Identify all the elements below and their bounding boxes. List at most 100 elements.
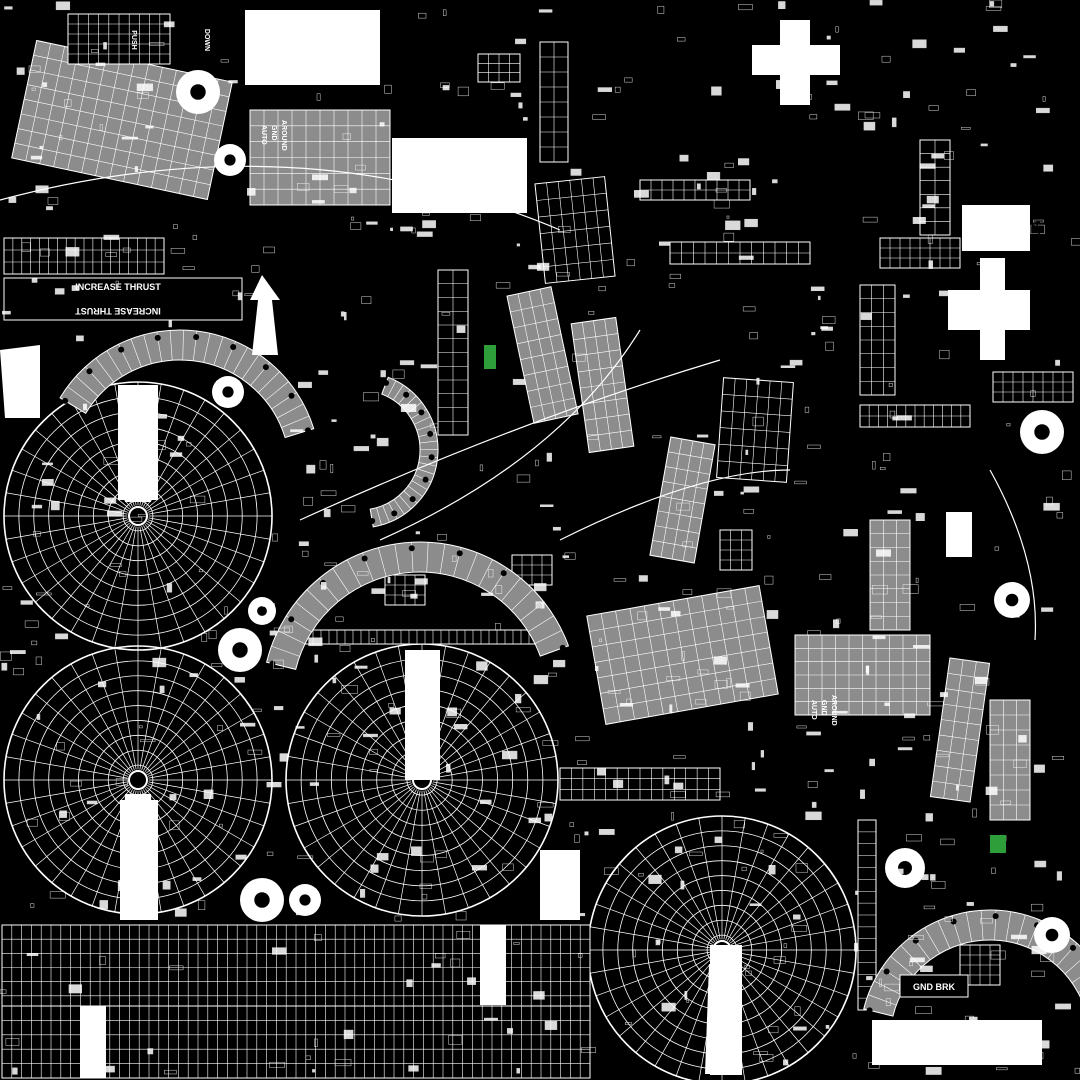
disc-hub <box>128 506 148 526</box>
fragment <box>41 478 54 486</box>
fragment <box>488 569 494 578</box>
fragment <box>115 778 128 786</box>
arc-notch <box>369 517 376 524</box>
panel-grid <box>527 381 572 392</box>
fragment <box>738 158 750 166</box>
fragment <box>743 508 754 514</box>
fragment <box>342 133 351 140</box>
fragment <box>518 102 523 109</box>
fragment <box>548 874 554 884</box>
arc-seg <box>419 440 438 444</box>
fragment <box>330 464 334 474</box>
fragment <box>312 174 329 181</box>
arc-notch <box>950 918 957 925</box>
fragment <box>789 359 803 366</box>
disc-spoke <box>5 781 128 804</box>
disc-spoke <box>144 677 225 773</box>
fragment <box>884 702 890 707</box>
arc-notch <box>305 427 312 434</box>
green-marker <box>990 835 1006 853</box>
fragment <box>926 195 939 204</box>
fragment <box>240 722 256 727</box>
arc-notch <box>193 333 200 340</box>
fragment <box>262 603 275 607</box>
disc-spoke <box>731 903 849 947</box>
fragment <box>652 435 662 439</box>
fragment <box>515 38 527 45</box>
fragment <box>906 834 922 842</box>
fragment <box>437 164 441 175</box>
fragment <box>696 183 701 190</box>
panel-grid <box>594 631 768 663</box>
fragment <box>103 42 107 50</box>
fragment <box>290 44 305 50</box>
fragment <box>12 1067 18 1075</box>
fragment <box>376 437 389 447</box>
disc-spoke <box>725 823 769 941</box>
label-flap-group: FLAP <box>962 205 1043 251</box>
disc-spoke <box>147 785 255 848</box>
fragment <box>862 216 878 223</box>
fragment <box>201 632 208 642</box>
fragment <box>825 341 834 351</box>
fragment <box>1011 934 1027 940</box>
fragment <box>1015 1041 1018 1051</box>
disc-spoke <box>317 692 414 774</box>
fragment <box>208 630 217 640</box>
fragment <box>696 434 709 438</box>
disc-spoke <box>294 733 412 777</box>
arc-notch <box>409 496 416 503</box>
fragment <box>30 903 35 908</box>
fragment <box>502 750 518 760</box>
fragment <box>136 83 153 92</box>
fragment <box>443 9 447 16</box>
fragment <box>1023 55 1036 59</box>
disc-spoke <box>147 519 265 563</box>
fragment <box>682 589 693 595</box>
label-push: PUSH <box>130 30 137 49</box>
fragment <box>36 714 41 720</box>
fragment <box>795 22 804 29</box>
fragment <box>272 533 278 542</box>
fragment <box>613 779 624 788</box>
arc-seg <box>439 543 446 574</box>
fragment <box>419 883 432 889</box>
fragment <box>91 49 99 53</box>
fragment <box>715 188 727 193</box>
strut-solid <box>250 275 280 355</box>
arc-seg <box>381 377 389 395</box>
fragment <box>319 460 327 470</box>
fragment <box>103 457 120 465</box>
fragment <box>659 241 670 246</box>
arc-notch <box>118 346 125 353</box>
fragment <box>118 879 131 886</box>
disc-spoke <box>375 790 419 908</box>
panel-grid <box>575 349 621 357</box>
fragment <box>807 444 821 449</box>
fragment <box>751 762 756 771</box>
fragment <box>925 813 933 822</box>
fragment <box>309 782 319 786</box>
arc-notch <box>230 344 237 351</box>
fragment <box>783 1059 789 1066</box>
arc-seg <box>241 354 260 380</box>
disc-spoke <box>51 523 132 619</box>
label-auto-bottom: AUTO <box>810 700 817 720</box>
fragment <box>445 708 461 718</box>
washer-icon <box>248 597 276 625</box>
fragment <box>658 607 671 611</box>
fragment <box>422 220 436 229</box>
fragment <box>247 188 256 196</box>
fragment <box>1006 423 1011 427</box>
fragment <box>70 780 82 787</box>
disc-spoke <box>11 733 129 777</box>
fragment <box>234 677 245 683</box>
fragment <box>923 735 931 741</box>
fragment <box>437 533 447 541</box>
fragment <box>592 114 606 120</box>
fragment <box>884 983 900 992</box>
fragment <box>896 415 912 421</box>
fragment <box>713 656 727 665</box>
fragment <box>192 877 202 881</box>
washer-hole <box>1045 928 1059 942</box>
